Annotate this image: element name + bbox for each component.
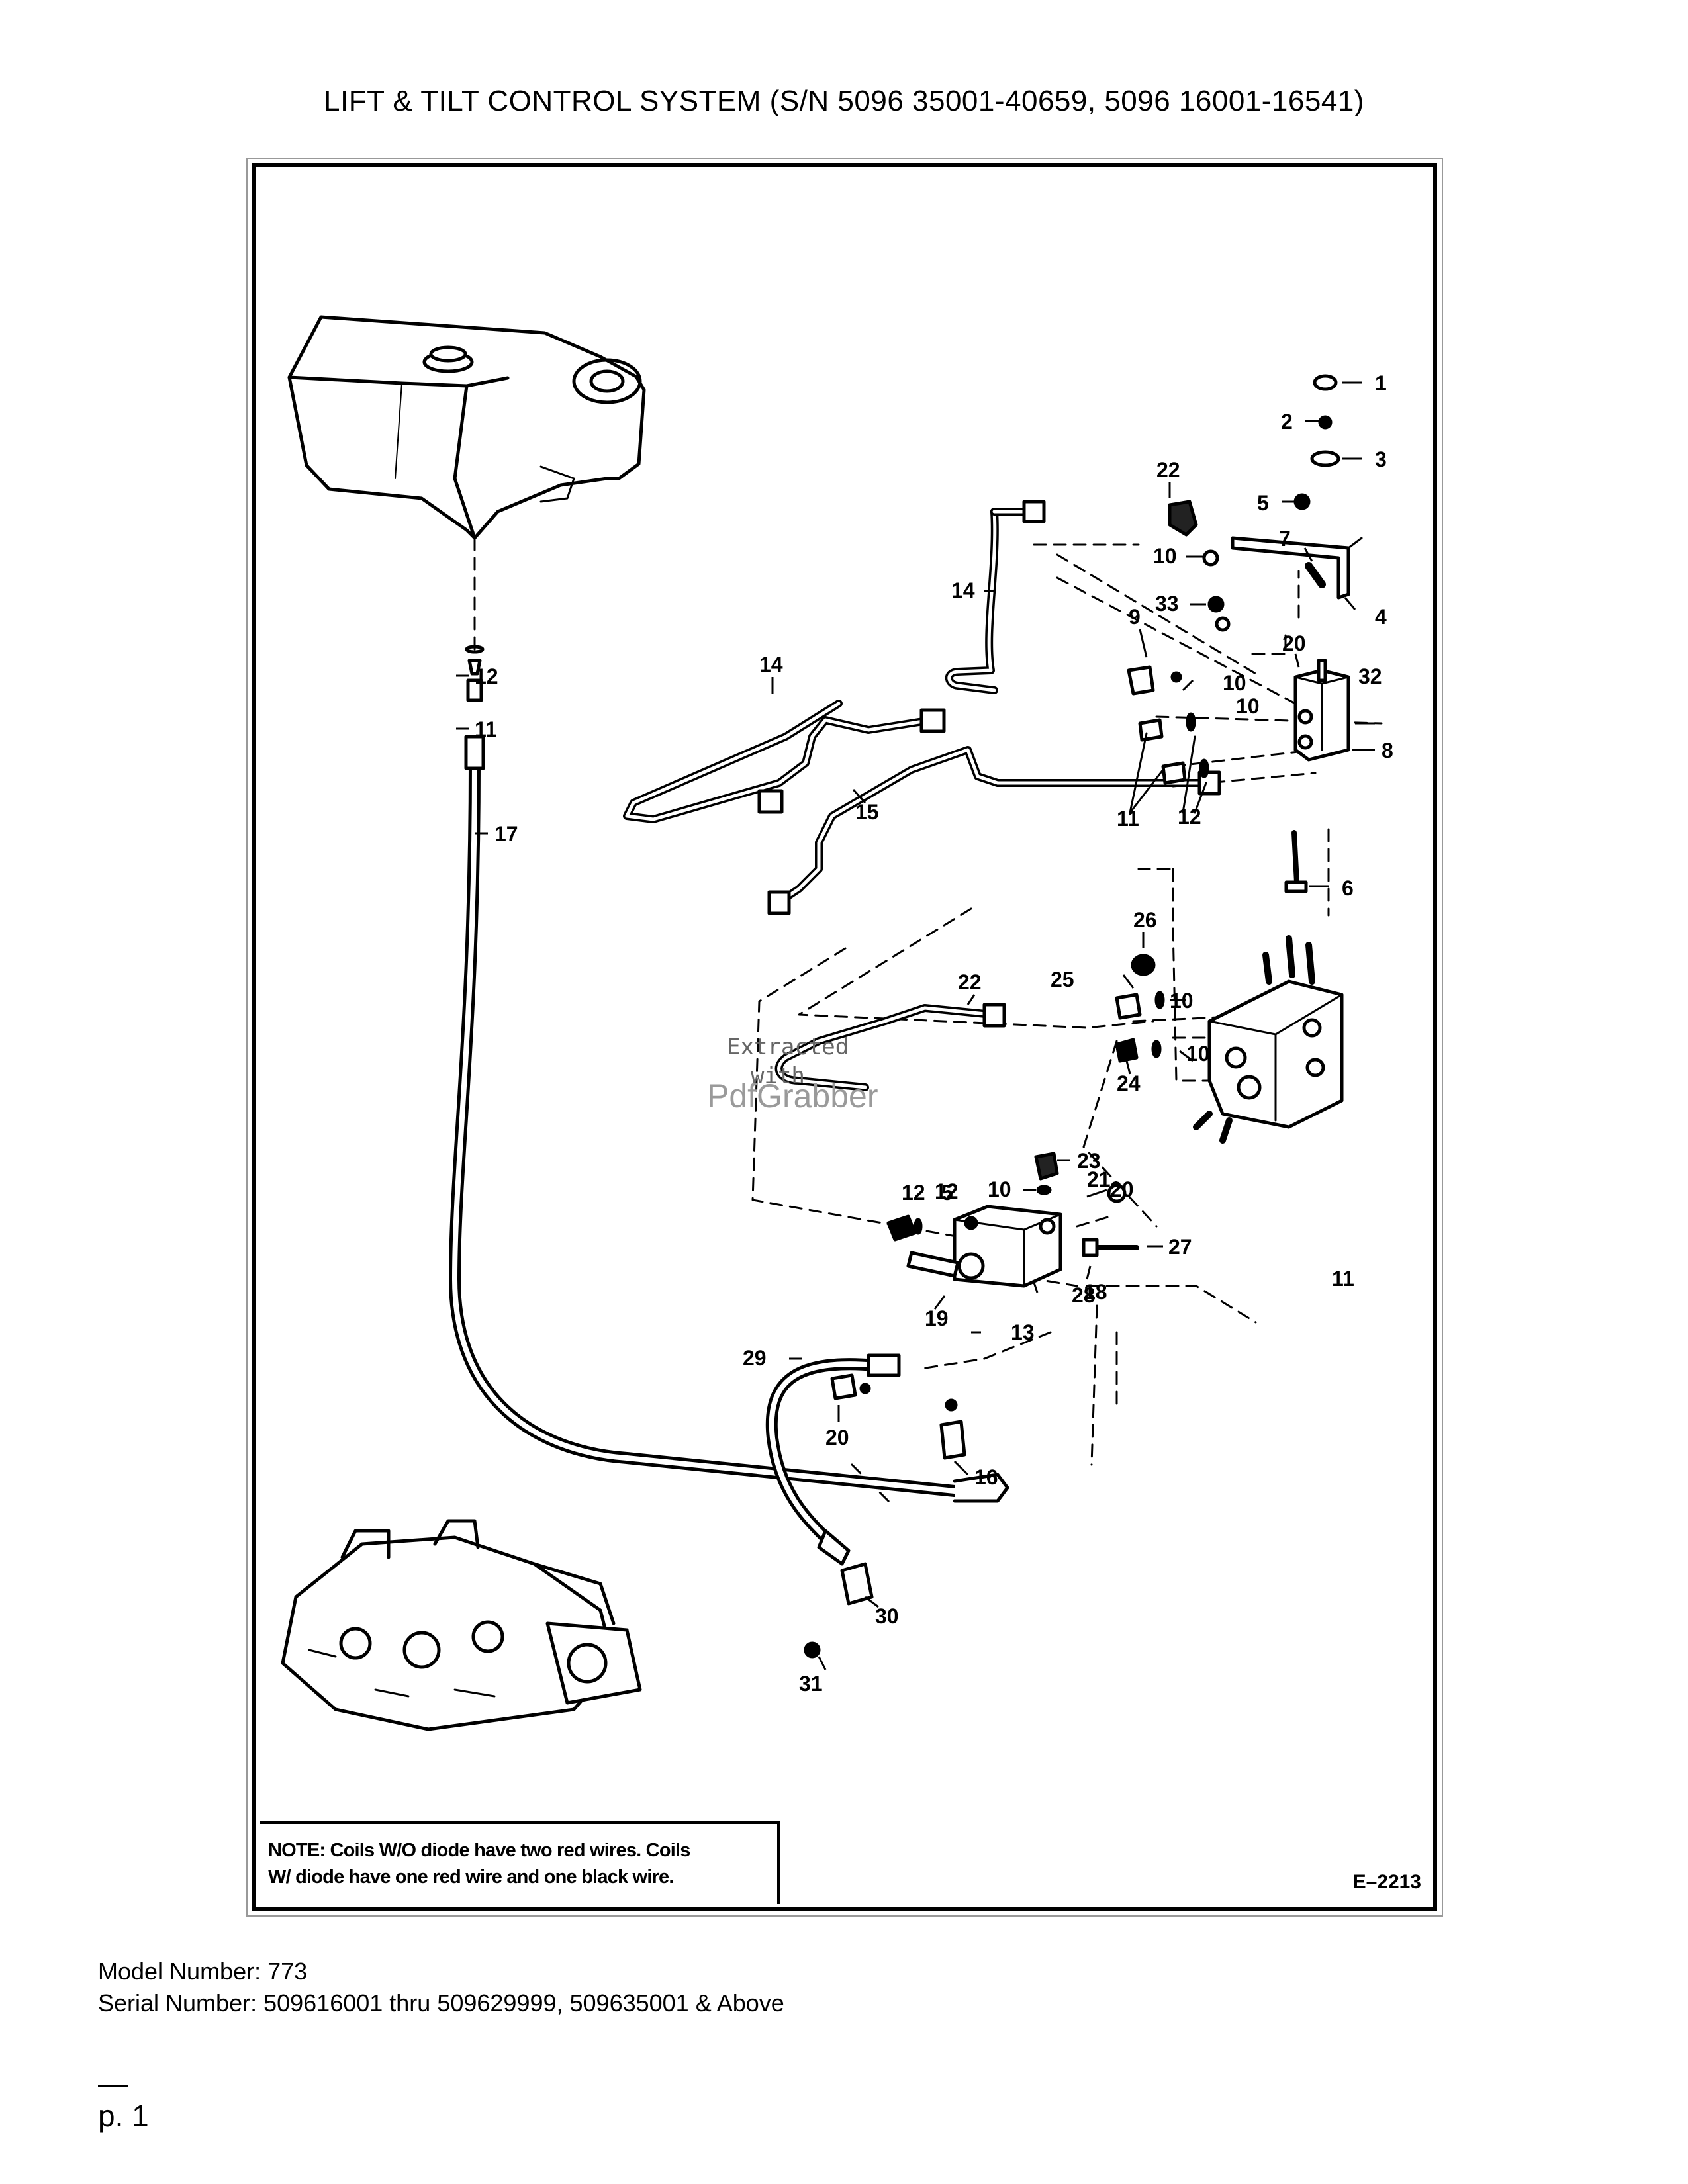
hydrostatic-pump [281, 1519, 642, 1731]
watermark-line-1: Extracted [727, 1034, 849, 1060]
callout-label: 20 [1282, 631, 1306, 655]
callout-label: 10 [1186, 1042, 1210, 1066]
callout-label: 18 [1084, 1280, 1107, 1304]
callout-label: 22 [1156, 458, 1180, 482]
serial-number: Serial Number: 509616001 thru 509629999,… [98, 1989, 784, 2017]
reservoir-tank [287, 315, 646, 540]
callout-label: 29 [743, 1346, 767, 1370]
control-valve [1193, 935, 1344, 1144]
callout-label: 11 [1117, 807, 1139, 831]
note-label: NOTE: [268, 1840, 326, 1861]
note-line-1: Coils W/O diode have two red wires. Coil… [330, 1840, 690, 1861]
diagram-border: 1 2 3 4 5 6 7 8 9 10 10 10 10 10 11 11 1… [252, 163, 1437, 1911]
callout-label: 3 [1375, 447, 1387, 471]
callout-label: 33 [1155, 592, 1179, 615]
exploded-parts-diagram: 1 2 3 4 5 6 7 8 9 10 10 10 10 10 11 11 1… [281, 315, 1393, 1731]
callout-label: 27 [1168, 1235, 1192, 1259]
callout-label: 11 [475, 717, 497, 741]
callout-label: 10 [1223, 671, 1246, 695]
callout-label: 24 [1117, 1071, 1141, 1095]
callout-label: 5 [1257, 491, 1269, 515]
callout-label: 4 [1375, 605, 1387, 629]
callout-label: 16 [974, 1465, 998, 1489]
callout-label: 20 [1110, 1177, 1134, 1201]
page-number: p. 1 [98, 2099, 149, 2133]
watermark-brand: PdfGrabber [707, 1077, 878, 1115]
callout-label: 31 [799, 1672, 823, 1696]
callout-label: 10 [1153, 544, 1177, 568]
callout-label: 8 [1382, 739, 1393, 762]
note-box: NOTE: Coils W/O diode have two red wires… [260, 1821, 780, 1904]
callout-label: 1 [1375, 371, 1387, 395]
callout-label: 28 [1072, 1283, 1096, 1307]
callout-label: 19 [925, 1306, 949, 1330]
callout-label: 12 [475, 664, 498, 688]
figure-id: E–2213 [1352, 1871, 1421, 1893]
diagram-frame: 1 2 3 4 5 6 7 8 9 10 10 10 10 10 11 11 1… [246, 158, 1443, 1917]
callout-label: 5 [941, 1181, 953, 1205]
callout-label: 10 [988, 1177, 1011, 1201]
callout-label: 11 [1332, 1267, 1354, 1291]
callout-label: 12 [935, 1179, 959, 1203]
callout-label: 32 [1358, 664, 1382, 688]
model-info: Model Number: 773 Serial Number: 5096160… [98, 1956, 784, 2019]
part-callouts: 1 2 3 4 5 6 7 8 9 10 10 10 10 10 11 11 1… [475, 371, 1393, 1696]
callout-label: 26 [1133, 908, 1157, 932]
model-number: Model Number: 773 [98, 1958, 308, 1985]
callout-label: 13 [1011, 1320, 1035, 1344]
callout-label: 21 [1087, 1167, 1111, 1191]
callout-label: 30 [875, 1604, 899, 1628]
callout-label: 20 [825, 1426, 849, 1449]
callout-label: 12 [1178, 805, 1201, 829]
watermark: Extracted with PdfGrabber [707, 1032, 878, 1113]
callout-label: 15 [855, 800, 879, 824]
callout-label: 14 [759, 653, 783, 676]
callout-label: 2 [1281, 410, 1293, 433]
callout-label: 14 [951, 578, 975, 602]
callout-label: 12 [902, 1181, 925, 1205]
callout-label: 10 [1236, 694, 1260, 718]
note-line-2: W/ diode have one red wire and one black… [268, 1866, 674, 1888]
callout-label: 6 [1342, 876, 1354, 900]
callout-label: 9 [1129, 605, 1141, 629]
callout-label: 10 [1170, 989, 1194, 1013]
page-title: LIFT & TILT CONTROL SYSTEM (S/N 5096 350… [324, 85, 1364, 117]
callout-label: 22 [958, 970, 982, 994]
watermark-line-2: with [751, 1063, 805, 1089]
callout-label: 23 [1077, 1149, 1101, 1173]
callout-label: 7 [1279, 527, 1291, 551]
page-rule [98, 2085, 128, 2087]
callout-label: 17 [494, 822, 518, 846]
callout-label: 25 [1051, 968, 1074, 991]
